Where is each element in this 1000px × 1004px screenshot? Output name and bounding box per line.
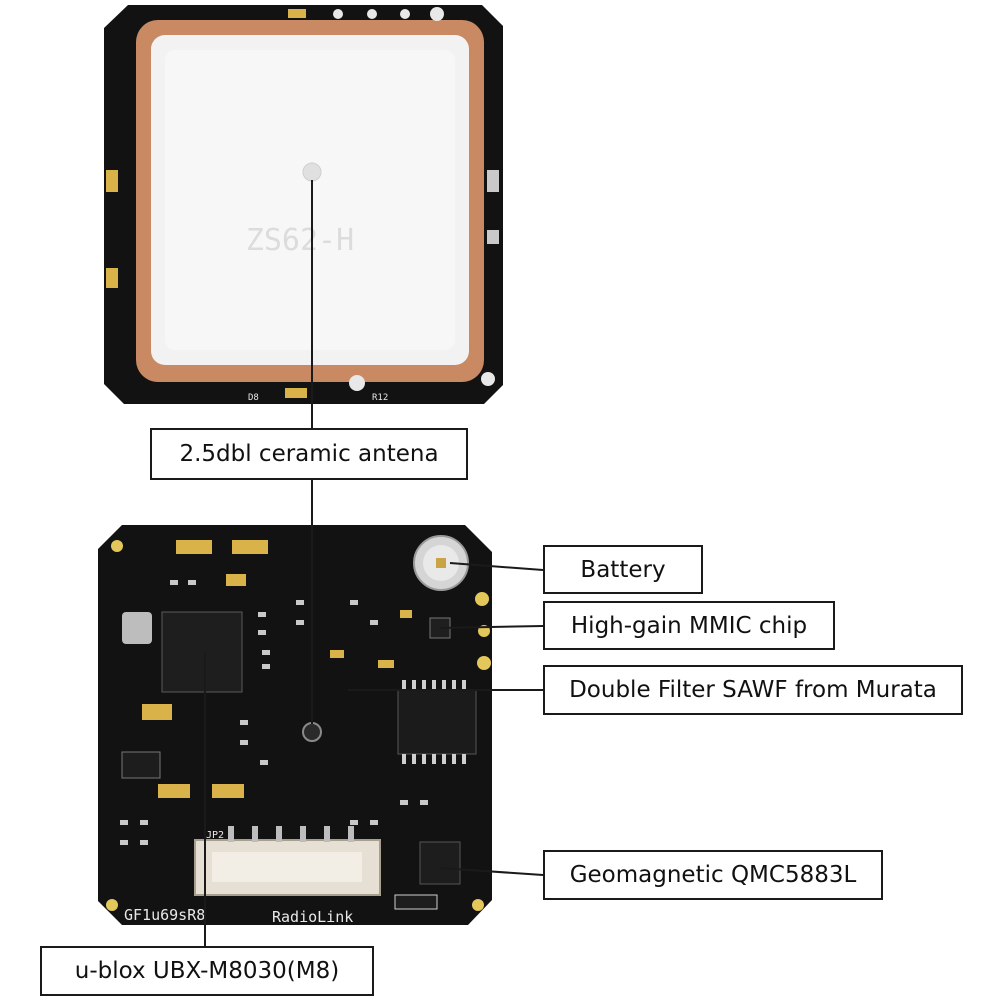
callout-battery: Battery [543, 545, 703, 594]
smd-part [106, 170, 118, 192]
smd-part [487, 230, 499, 244]
pad [475, 592, 489, 606]
smd-part [394, 894, 438, 910]
jst-pins [228, 826, 354, 842]
smd-part [330, 650, 344, 658]
callout-geomagnetic: Geomagnetic QMC5883L [543, 850, 883, 900]
antenna-feed-point [302, 162, 322, 182]
ublox-chip [161, 611, 243, 693]
pad [477, 656, 491, 670]
silkscreen-right: RadioLink [272, 908, 353, 926]
main-board: JP2 GF1u69sR8 RadioLink [98, 525, 492, 926]
mount-hole [349, 375, 365, 391]
smd-part [158, 784, 190, 798]
passive-components [120, 580, 428, 845]
callout-geomagnetic-label: Geomagnetic QMC5883L [569, 862, 857, 888]
qmc5883l-chip [419, 841, 461, 885]
smd-part [226, 574, 246, 586]
leader-battery [449, 562, 544, 571]
pad [333, 9, 343, 19]
crystal [122, 612, 152, 644]
pad [400, 9, 410, 19]
smd-part [212, 784, 244, 798]
callout-antenna: 2.5dbl ceramic antena [150, 428, 468, 480]
callout-sawf-label: Double Filter SAWF from Murata [569, 677, 937, 703]
connector-label: JP2 [206, 830, 224, 841]
smd-part [176, 540, 212, 554]
mount-hole [481, 372, 495, 386]
callout-sawf: Double Filter SAWF from Murata [543, 665, 963, 715]
battery-contact [436, 558, 446, 568]
smd-part [378, 660, 394, 668]
smd-part [487, 170, 499, 192]
antenna-print-text: ZS62-H [246, 223, 354, 258]
pad [472, 899, 484, 911]
sawf-ic [397, 689, 477, 755]
callout-ublox-label: u-blox UBX-M8030(M8) [74, 958, 340, 984]
smd-part [232, 540, 268, 554]
antenna-feed-via [302, 722, 322, 742]
smd-part [285, 388, 307, 398]
callout-mmic-label: High-gain MMIC chip [570, 612, 808, 639]
smd-part [400, 610, 412, 618]
smd-part [142, 704, 172, 720]
led [288, 9, 306, 18]
leader-lines [204, 180, 544, 946]
antenna-board: ZS62-H D8 R12 [104, 5, 503, 404]
callout-ublox: u-blox UBX-M8030(M8) [40, 946, 374, 996]
pad [106, 899, 118, 911]
callout-antenna-label: 2.5dbl ceramic antena [179, 441, 439, 467]
silk-d8: D8 [248, 393, 259, 403]
callout-mmic: High-gain MMIC chip [543, 601, 835, 650]
leader-mmic [439, 625, 544, 629]
leader-qmc [439, 867, 544, 876]
jst-connector-inner [212, 852, 362, 882]
callout-battery-label: Battery [580, 556, 666, 583]
silk-r12: R12 [372, 393, 388, 403]
antenna-patch-highlight [165, 50, 455, 350]
mount-hole [430, 7, 444, 21]
pad [111, 540, 123, 552]
smd-part [121, 751, 161, 779]
silkscreen-left: GF1u69sR8 [124, 906, 205, 924]
smd-part [106, 268, 118, 288]
pad [367, 9, 377, 19]
sawf-ic-pins [402, 680, 466, 764]
